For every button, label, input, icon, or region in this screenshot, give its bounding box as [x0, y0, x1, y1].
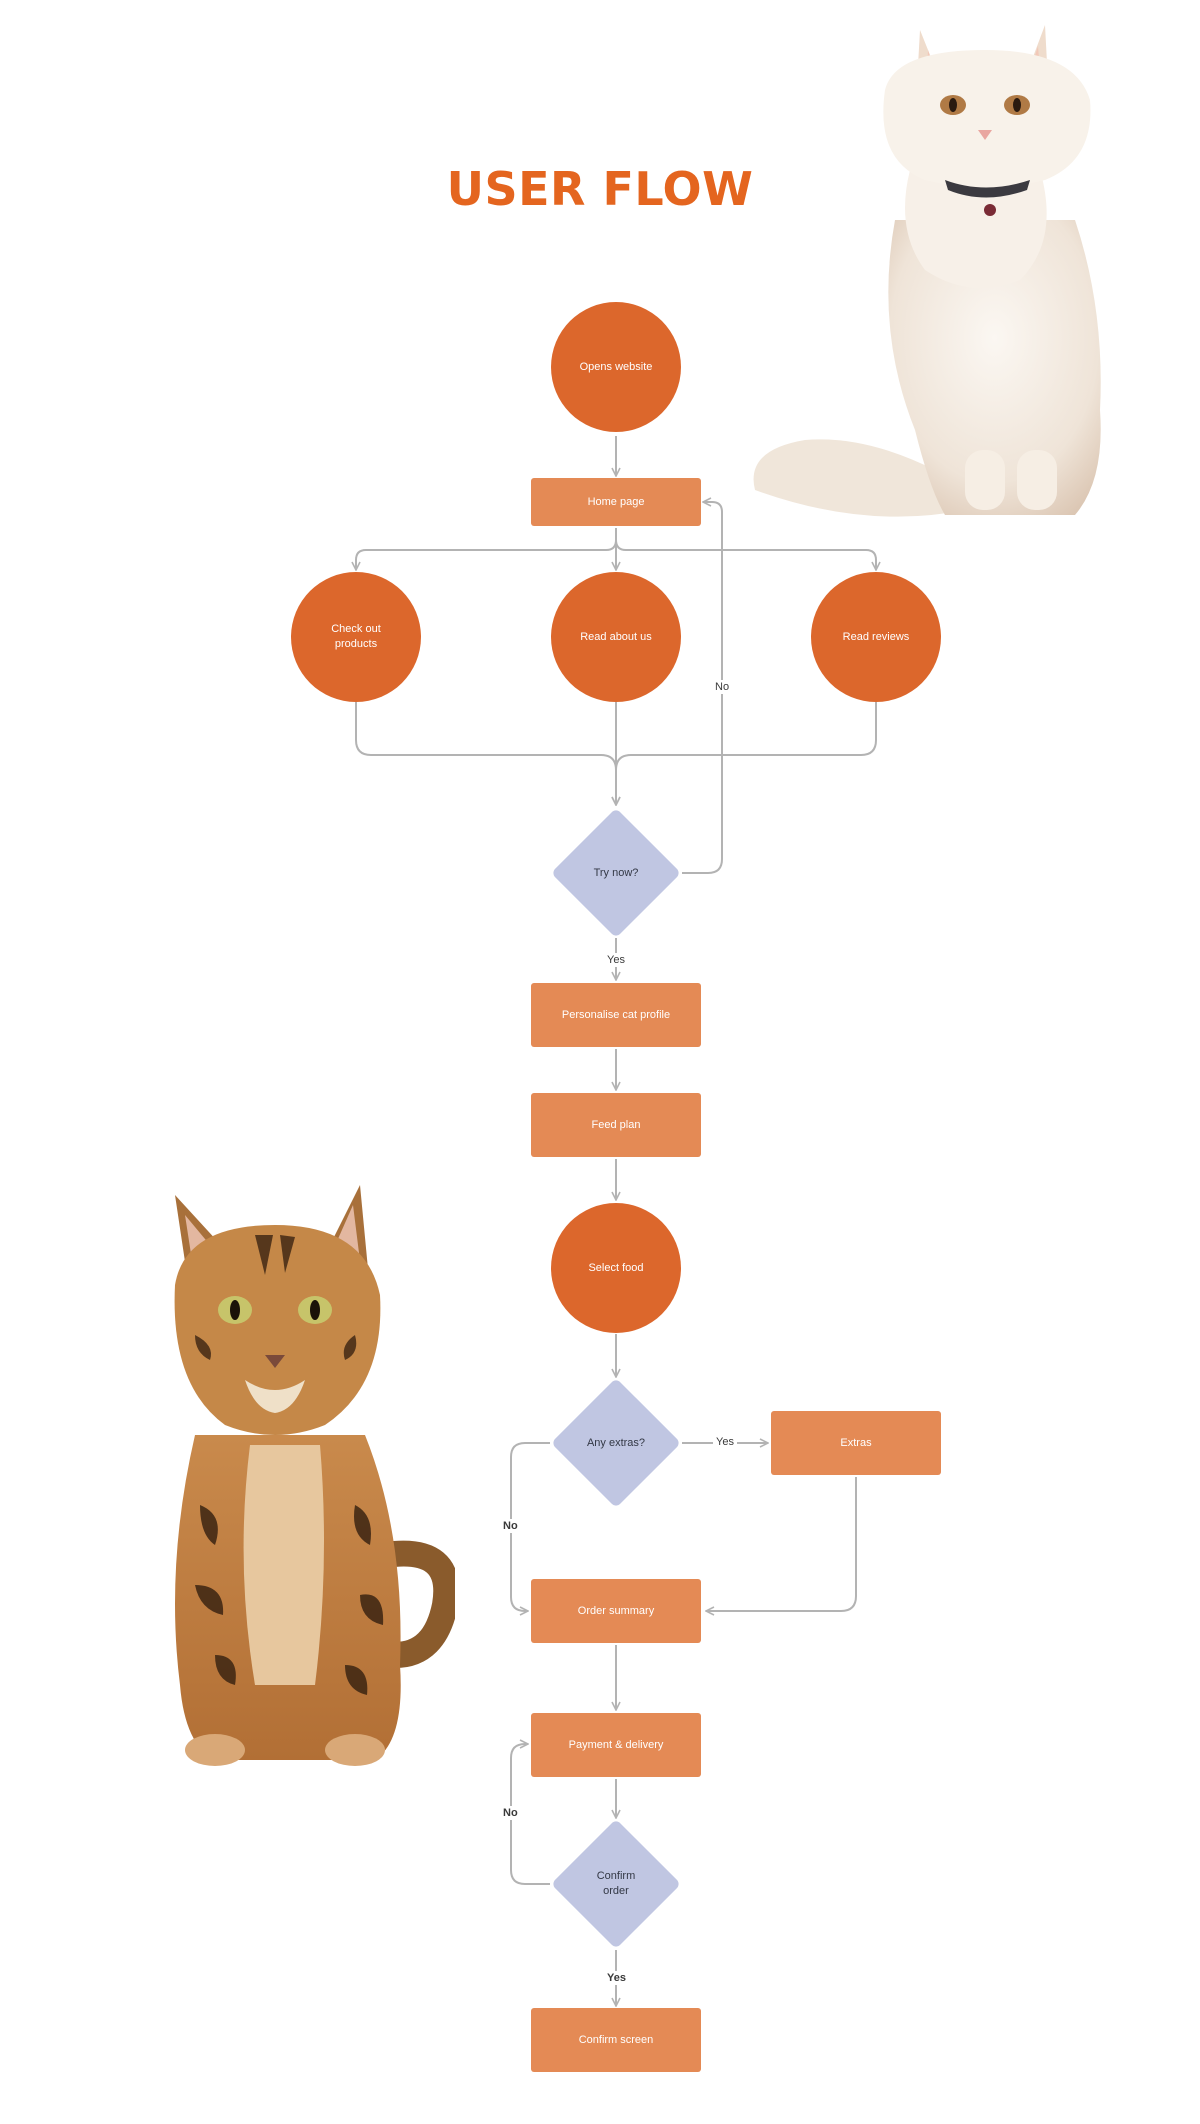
- edge-home-to-products: [356, 528, 617, 570]
- decision-label: Try now?: [593, 866, 639, 879]
- decision-try-now: Try now?: [550, 807, 682, 939]
- edge-label-extras-no: No: [500, 1519, 521, 1533]
- edge-label-extras-yes: Yes: [713, 1435, 737, 1449]
- node-feed-plan: Feed plan: [531, 1093, 701, 1157]
- node-label: Check out products: [331, 623, 381, 650]
- node-label: Confirm screen: [578, 2033, 654, 2046]
- node-confirm-screen: Confirm screen: [531, 2008, 701, 2072]
- page-title: USER FLOW: [446, 162, 754, 216]
- node-extras: Extras: [771, 1411, 941, 1475]
- edge-label-try-yes: Yes: [604, 953, 628, 967]
- node-check-out-products: Check out products: [291, 572, 421, 702]
- decision-label: Any extras?: [586, 1436, 646, 1449]
- edge-products-to-try: [355, 702, 616, 805]
- node-read-reviews: Read reviews: [811, 572, 941, 702]
- decision-label: Confirm order: [596, 1870, 636, 1897]
- edge-extras-to-summary: [706, 1477, 857, 1611]
- node-read-about-us: Read about us: [551, 572, 681, 702]
- edge-label-try-no: No: [712, 680, 733, 694]
- node-label: Read about us: [580, 630, 652, 643]
- decision-confirm-order: Confirm order: [550, 1818, 682, 1950]
- node-home-page: Home page: [531, 478, 701, 526]
- node-select-food: Select food: [551, 1203, 681, 1333]
- node-label: Personalise cat profile: [561, 1008, 671, 1021]
- decision-any-extras: Any extras?: [550, 1377, 682, 1509]
- node-label: Opens website: [579, 360, 653, 373]
- node-label: Payment & delivery: [568, 1738, 664, 1751]
- bengal-cat-photo: [174, 1185, 455, 1766]
- edge-home-to-reviews: [615, 528, 876, 570]
- node-label: Read reviews: [842, 630, 910, 643]
- white-cat-photo: [753, 25, 1101, 517]
- node-payment-delivery: Payment & delivery: [531, 1713, 701, 1777]
- node-opens-website: Opens website: [551, 302, 681, 432]
- node-label: Feed plan: [591, 1118, 641, 1131]
- node-label: Select food: [588, 1261, 644, 1274]
- edge-reviews-to-try: [615, 702, 877, 805]
- node-label: Order summary: [577, 1604, 655, 1617]
- node-personalise-cat-profile: Personalise cat profile: [531, 983, 701, 1047]
- node-order-summary: Order summary: [531, 1579, 701, 1643]
- node-label: Extras: [840, 1436, 872, 1449]
- edge-label-confirm-yes: Yes: [604, 1971, 629, 1985]
- edge-label-confirm-no: No: [500, 1806, 521, 1820]
- node-label: Home page: [587, 495, 645, 508]
